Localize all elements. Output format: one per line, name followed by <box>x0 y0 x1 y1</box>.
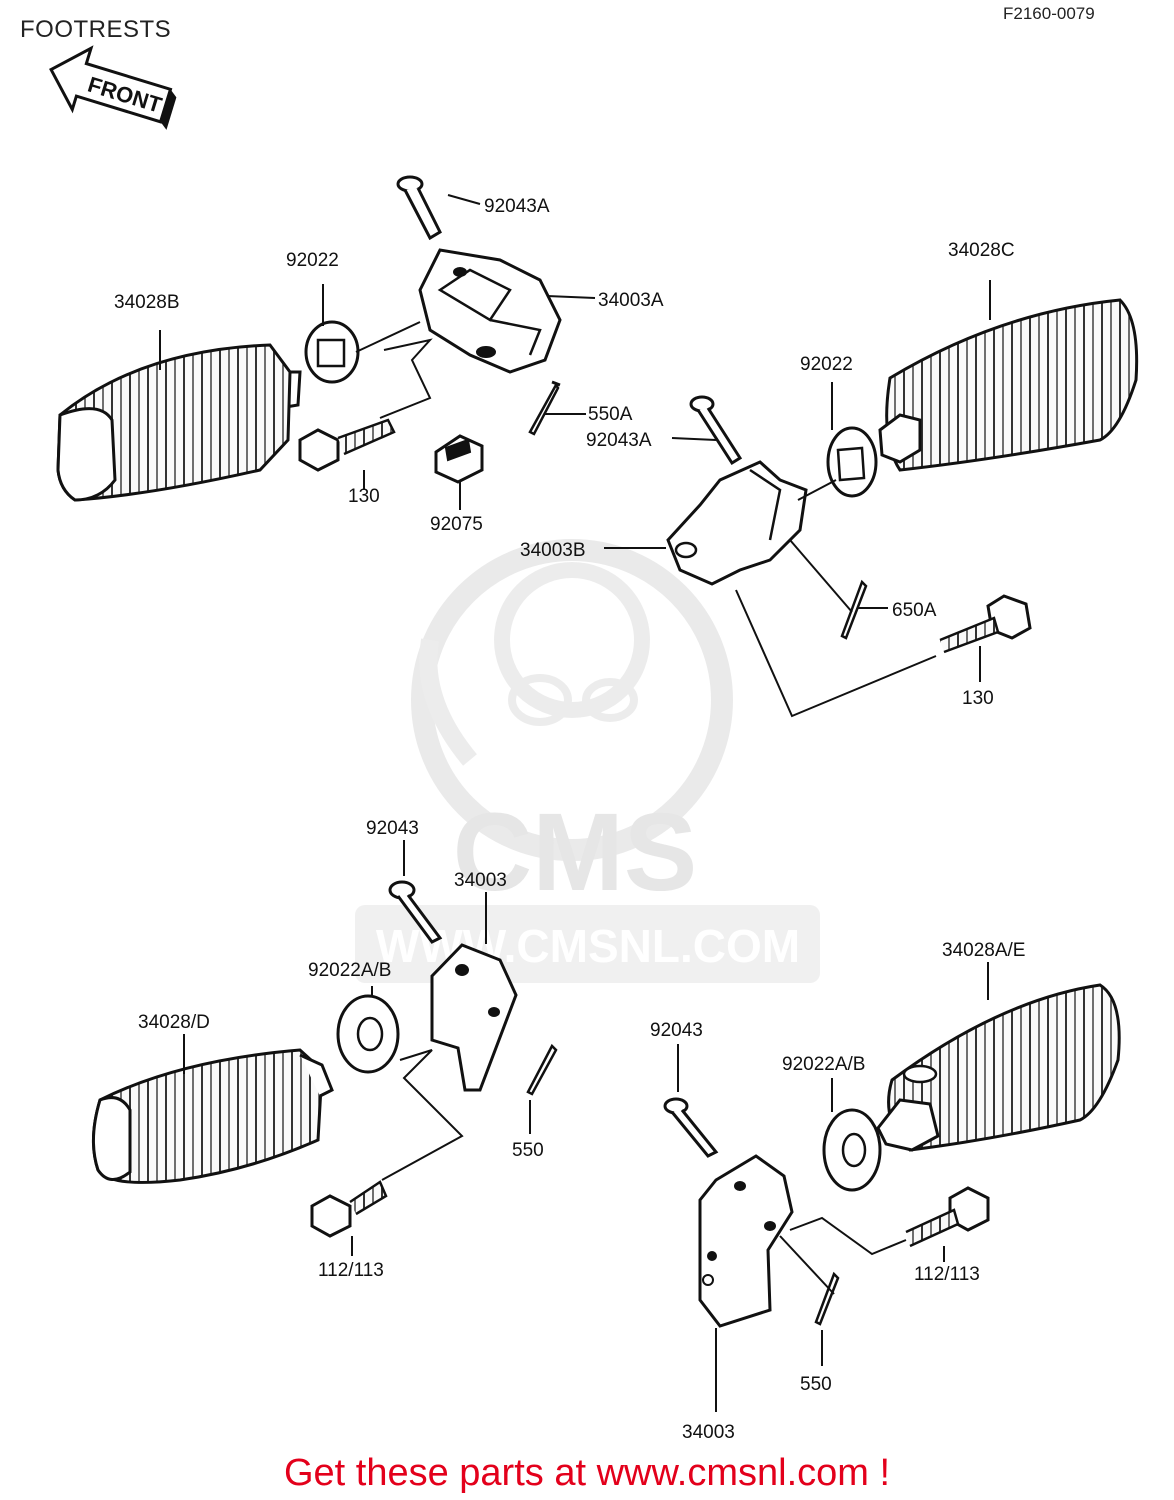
diagram-code: F2160-0079 <box>1003 4 1095 23</box>
bracket-34003-left <box>430 943 518 1092</box>
pin-92043-right <box>663 1097 719 1158</box>
bracket-34003-right <box>698 1154 794 1328</box>
part-label: 550A <box>588 404 633 425</box>
washer-92022ab-left <box>336 994 400 1074</box>
washer-92022ab-right <box>822 1108 882 1192</box>
footrest-34028d <box>91 1048 334 1184</box>
part-labels: 92043A 92022 34028B 34003A 550A 130 9207… <box>114 196 1025 1443</box>
parts-drawing <box>56 175 1139 1412</box>
bracket-34003a <box>418 248 562 374</box>
part-label: 92022 <box>800 354 853 375</box>
part-label: 34003 <box>454 870 507 891</box>
part-label: 34028/D <box>138 1012 210 1033</box>
cotter-550-right <box>814 1271 840 1326</box>
part-label: 92022A/B <box>782 1054 865 1075</box>
footrest-34028b <box>56 343 302 502</box>
footrest-34028c <box>878 298 1139 472</box>
cotter-650a <box>840 579 868 640</box>
part-label: 92043 <box>366 818 419 839</box>
front-arrow: FRONT <box>49 45 177 130</box>
bolt-112-113-left <box>310 1180 388 1238</box>
part-label: 112/113 <box>318 1260 384 1281</box>
part-label: 34003 <box>682 1422 735 1443</box>
cotter-550a <box>528 380 561 436</box>
bolt-130-left <box>298 418 396 472</box>
bolt-112-113-right <box>905 1186 990 1248</box>
part-label: 92043 <box>650 1020 703 1041</box>
part-label: 112/113 <box>914 1264 980 1285</box>
part-label: 130 <box>962 688 994 709</box>
pin-92043a-top <box>396 175 442 241</box>
part-label: 550 <box>800 1374 832 1395</box>
footrest-34028ae <box>876 983 1121 1152</box>
cap-92075 <box>434 434 484 484</box>
part-label: 34028B <box>114 292 180 313</box>
watermark-brand: CMS <box>453 791 697 914</box>
washer-92022 <box>304 320 360 384</box>
part-label: 650A <box>892 600 937 621</box>
part-label: 550 <box>512 1140 544 1161</box>
part-label: 92075 <box>430 514 483 535</box>
watermark-url: WWW.CMSNL.COM <box>376 920 800 972</box>
part-label: 92043A <box>586 430 652 451</box>
bracket-34003b <box>666 460 808 586</box>
part-label: 34003A <box>598 290 664 311</box>
part-label: 34028C <box>948 240 1015 261</box>
footer-link-text[interactable]: Get these parts at www.cmsnl.com ! <box>283 1452 891 1494</box>
pin-92043a-right <box>689 395 743 466</box>
part-label: 130 <box>348 486 380 507</box>
part-label: 92022 <box>286 250 339 271</box>
bolt-130-right <box>939 594 1032 654</box>
part-label: 34028A/E <box>942 940 1025 961</box>
part-label: 92043A <box>484 196 550 217</box>
page-title: FOOTRESTS <box>20 16 172 43</box>
part-label: 92022A/B <box>308 960 391 981</box>
pin-92043-left <box>388 880 443 944</box>
washer-92022-right <box>826 426 878 498</box>
part-label: 34003B <box>520 540 586 561</box>
cotter-550-left <box>526 1043 558 1096</box>
watermark-logo: CMS WWW.CMSNL.COM <box>355 539 820 983</box>
